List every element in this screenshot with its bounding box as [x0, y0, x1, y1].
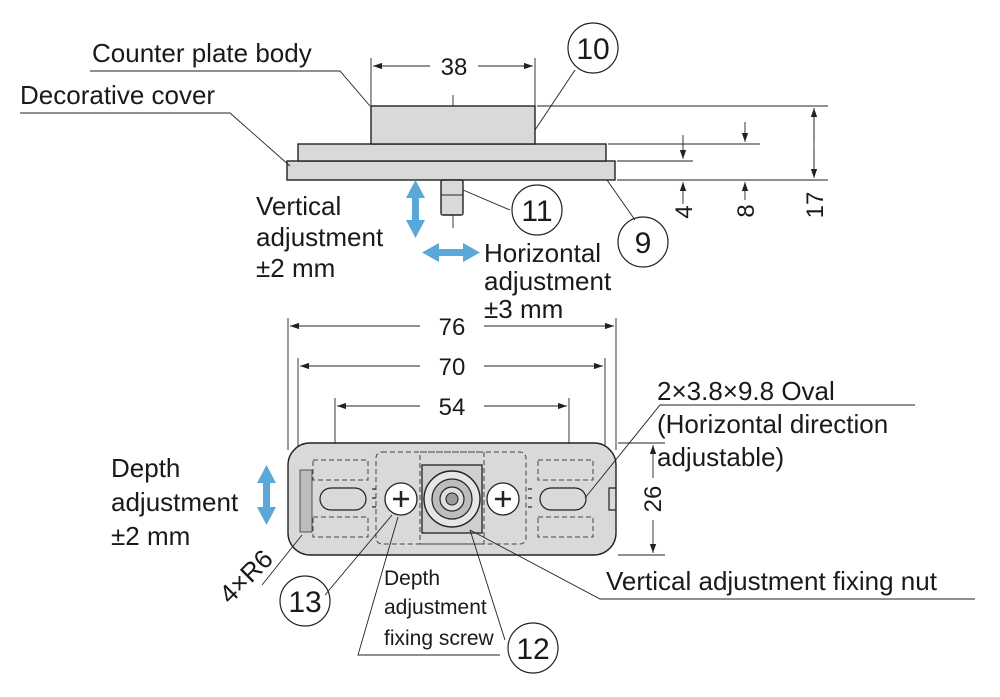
- label-depth-adj-1: Depth: [111, 453, 180, 483]
- dim-70: 70: [439, 354, 466, 381]
- bolt-shape: [440, 179, 464, 216]
- svg-text:13: 13: [288, 586, 321, 619]
- dim-26: 26: [640, 486, 667, 513]
- leader-depth-screw: [357, 516, 500, 656]
- svg-text:12: 12: [516, 633, 549, 666]
- counter-plate-body-shape: [370, 105, 536, 145]
- leader-9: [606, 179, 636, 221]
- label-depth-adj-2: adjustment: [111, 487, 239, 517]
- side-view: 38 4 8 17: [20, 54, 829, 262]
- left-dashed-features: [299, 459, 376, 538]
- label-vertical-adj-3: ±2 mm: [256, 253, 335, 283]
- dim-4: 4: [671, 205, 698, 218]
- label-decorative-cover: Decorative cover: [20, 80, 215, 110]
- dim-54: 54: [439, 394, 466, 421]
- leader-11: [462, 189, 511, 211]
- leader-oval: [584, 404, 915, 499]
- right-screw: [486, 482, 520, 516]
- label-vertical-nut: Vertical adjustment fixing nut: [606, 566, 938, 596]
- callout-10: 10: [567, 22, 619, 74]
- leader-12: [469, 529, 506, 641]
- label-depth-adj-3: ±2 mm: [111, 521, 190, 551]
- horizontal-adjust-arrow: [422, 243, 480, 262]
- label-horizontal-adj-1: Horizontal: [484, 238, 601, 268]
- label-vertical-adj-2: adjustment: [256, 222, 384, 252]
- decorative-cover-shape: [286, 160, 616, 181]
- label-oval-2: (Horizontal direction: [657, 409, 888, 439]
- dim-17: 17: [802, 192, 829, 219]
- leader-counter-plate-body: [90, 70, 371, 107]
- svg-text:10: 10: [576, 33, 609, 66]
- callout-12: 12: [507, 622, 559, 674]
- callout-11: 11: [511, 184, 563, 236]
- label-depth-screw-1: Depth: [384, 567, 440, 590]
- top-view: 76 70 54: [257, 314, 975, 656]
- leader-10: [534, 69, 576, 131]
- leader-radius: [261, 534, 303, 586]
- label-vertical-adj-1: Vertical: [256, 191, 341, 221]
- label-depth-screw-2: adjustment: [384, 596, 487, 619]
- label-depth-screw-3: fixing screw: [384, 627, 495, 650]
- label-horizontal-adj-2: adjustment: [484, 266, 612, 296]
- counter-plate-flange: [297, 143, 607, 162]
- vertical-adjust-arrow: [406, 180, 425, 238]
- dim-8: 8: [733, 204, 760, 217]
- leader-vertical-nut: [469, 529, 975, 600]
- dim-76: 76: [439, 314, 466, 341]
- leader-decorative-cover: [20, 112, 291, 167]
- left-screw: [384, 482, 418, 516]
- depth-adjust-arrow: [257, 465, 276, 525]
- leader-13: [324, 514, 393, 596]
- center-nut: [421, 464, 483, 534]
- dim-38: 38: [441, 54, 468, 81]
- label-horizontal-adj-3: ±3 mm: [484, 294, 563, 324]
- callout-13: 13: [279, 575, 331, 627]
- label-oval-3: adjustable): [657, 442, 784, 472]
- label-oval-1: 2×3.8×9.8 Oval: [657, 376, 835, 406]
- label-counter-plate-body: Counter plate body: [92, 38, 312, 68]
- svg-text:9: 9: [635, 227, 652, 260]
- right-dashed-features: [528, 459, 594, 538]
- svg-text:11: 11: [521, 195, 552, 228]
- callout-9: 9: [617, 216, 669, 268]
